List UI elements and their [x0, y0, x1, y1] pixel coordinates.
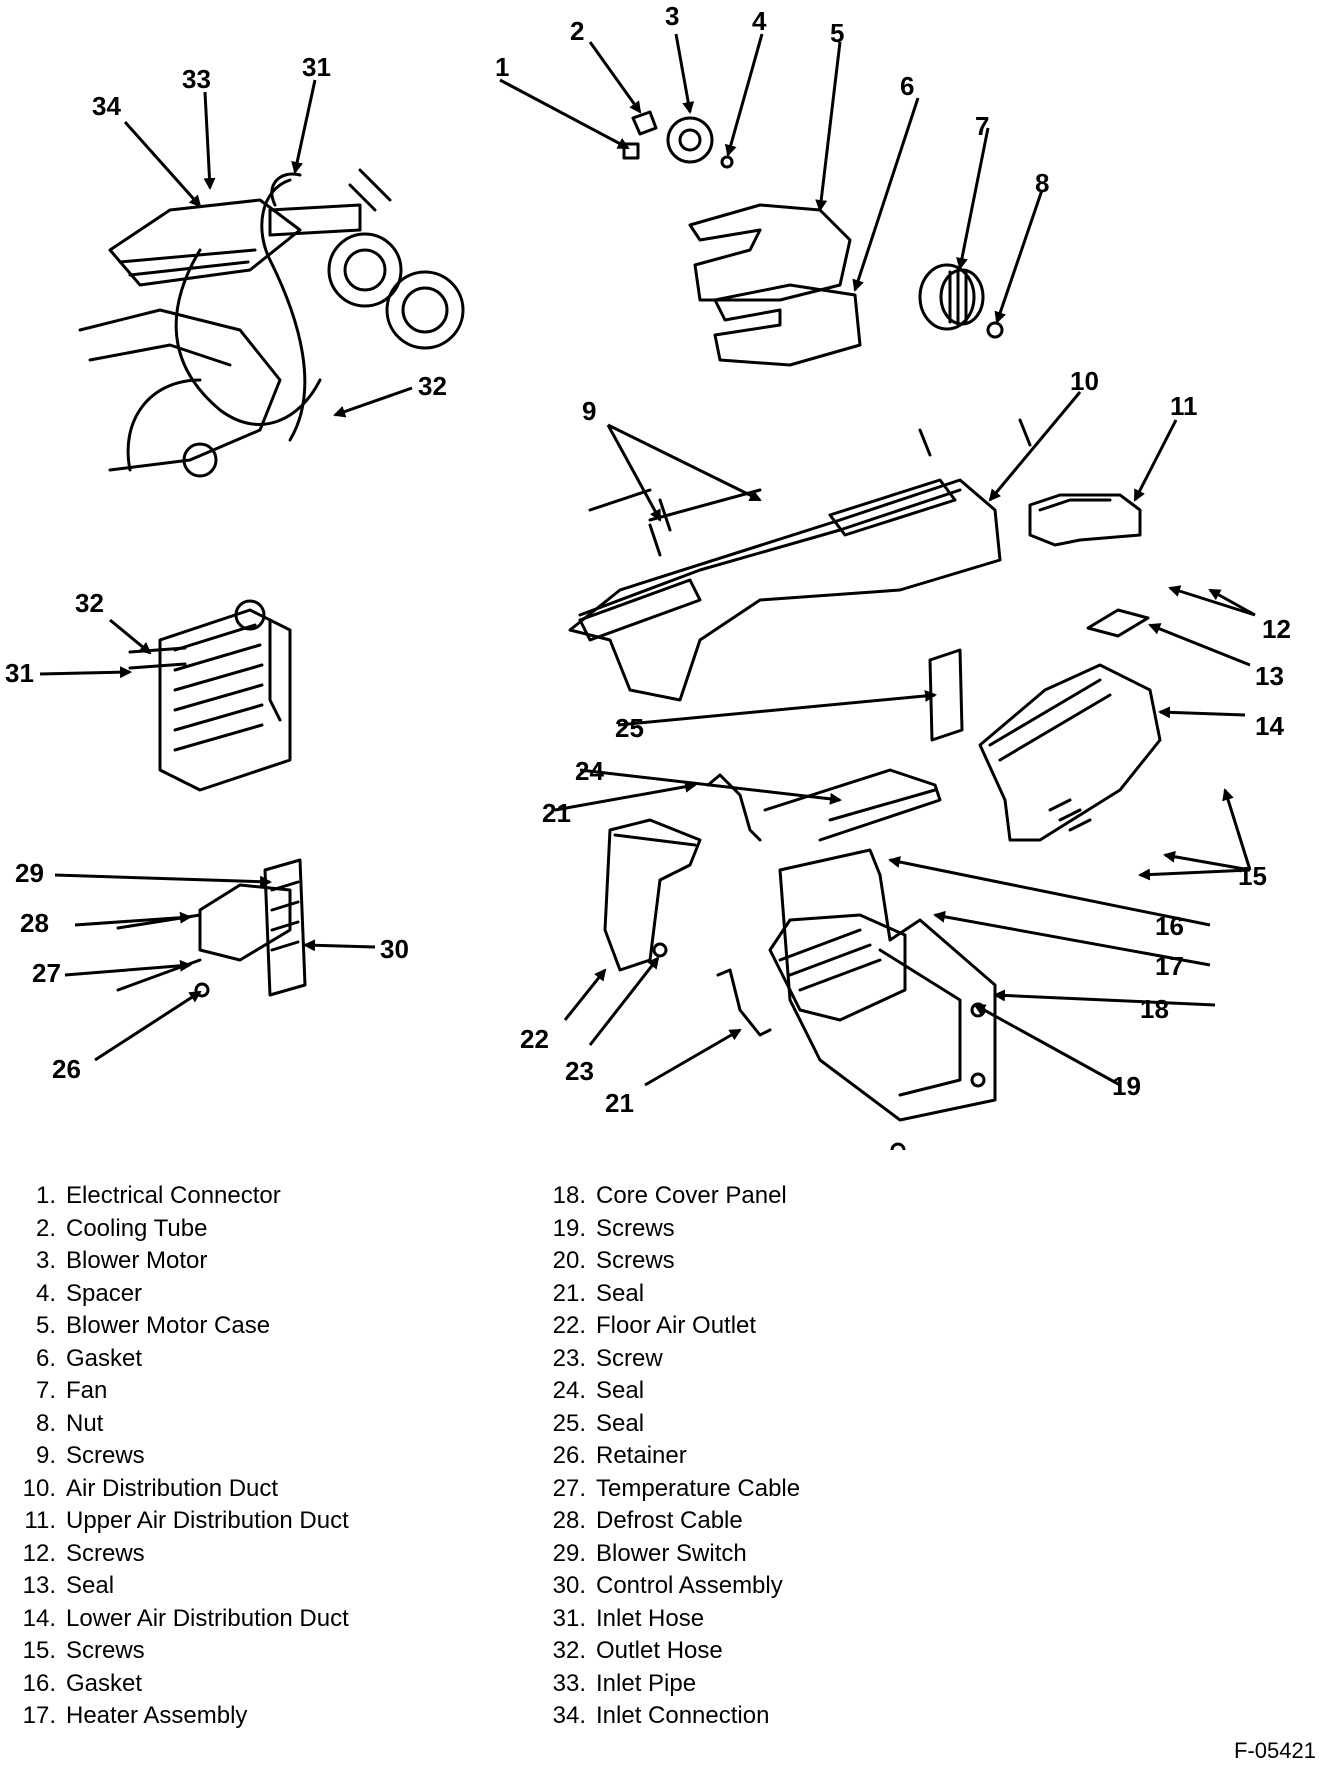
legend-column-left: 1.Electrical Connector 2.Cooling Tube 3.…	[10, 1180, 349, 1733]
callout-5: 5	[830, 18, 844, 48]
legend-item: 25.Seal	[552, 1409, 645, 1437]
legend-item: 11.Upper Air Distribution Duct	[24, 1507, 349, 1534]
upper-duct-drawing	[1028, 493, 1142, 547]
legend-item: 8.Nut	[35, 1409, 104, 1437]
air-distribution-duct-drawing	[568, 418, 1032, 702]
seal-25-drawing	[928, 648, 964, 742]
callout-7: 7	[975, 111, 989, 141]
callout-labels: 1 2 3 4 5 6 7 8 9 10 11 12 13 14 15 16 1…	[5, 1, 1291, 1118]
parts-legend: 1.Electrical Connector 2.Cooling Tube 3.…	[0, 1180, 1328, 1729]
heater-core-drawing	[128, 599, 292, 792]
exploded-diagram: 1 2 3 4 5 6 7 8 9 10 11 12 13 14 15 16 1…	[5, 1, 1291, 1150]
legend-item: 3.Blower Motor	[35, 1247, 208, 1274]
legend-item: 14.Lower Air Distribution Duct	[22, 1604, 349, 1632]
callout-4: 4	[752, 6, 767, 36]
legend-item: 10.Air Distribution Duct	[22, 1474, 279, 1502]
legend-item: 21.Seal	[552, 1279, 645, 1307]
callout-2: 2	[570, 16, 584, 46]
callout-32-top: 32	[418, 371, 447, 401]
callout-8: 8	[1035, 168, 1049, 198]
legend-item: 23.Screw	[552, 1344, 663, 1372]
figure-code: F-05421	[1234, 1738, 1316, 1763]
legend-item: 9.Screws	[35, 1442, 145, 1469]
legend-item: 20.Screws	[552, 1247, 675, 1274]
legend-item: 27.Temperature Cable	[552, 1474, 801, 1502]
legend-item: 18.Core Cover Panel	[552, 1182, 787, 1209]
legend-item: 26.Retainer	[552, 1442, 687, 1469]
callout-12: 12	[1262, 614, 1291, 644]
lower-duct-drawing	[978, 663, 1162, 842]
engine-hoses-drawing	[78, 168, 465, 478]
callout-3: 3	[665, 1, 679, 31]
callout-18: 18	[1140, 994, 1169, 1024]
legend-item: 34.Inlet Connection	[552, 1702, 770, 1729]
legend-item: 30.Control Assembly	[552, 1572, 783, 1599]
callout-25: 25	[615, 713, 644, 743]
callout-32-left: 32	[75, 588, 104, 618]
leader-lines	[39, 33, 1256, 1087]
callout-16: 16	[1155, 911, 1184, 941]
legend-item: 19.Screws	[552, 1214, 675, 1242]
floor-air-outlet-drawing	[603, 818, 702, 972]
legend-item: 33.Inlet Pipe	[552, 1669, 697, 1697]
callout-33: 33	[182, 64, 211, 94]
heater-assembly-drawing	[768, 848, 997, 1150]
callout-19: 19	[1112, 1071, 1141, 1101]
seal-13-drawing	[1086, 608, 1150, 638]
control-assembly-drawing	[116, 858, 307, 998]
callout-17: 17	[1155, 951, 1184, 981]
callout-22: 22	[520, 1024, 549, 1054]
legend-item: 6.Gasket	[35, 1344, 143, 1372]
callout-34: 34	[92, 91, 121, 121]
callout-24: 24	[575, 756, 604, 786]
callout-13: 13	[1255, 661, 1284, 691]
legend-item: 5.Blower Motor Case	[35, 1312, 271, 1339]
callout-21-upper: 21	[542, 798, 571, 828]
callout-1: 1	[495, 52, 509, 82]
callout-21-lower: 21	[605, 1088, 634, 1118]
legend-item: 16.Gasket	[22, 1669, 143, 1697]
legend-item: 7.Fan	[35, 1377, 108, 1404]
blower-parts-drawing	[622, 110, 1004, 367]
callout-29: 29	[15, 858, 44, 888]
seal-24-drawing	[763, 768, 942, 842]
legend-item: 32.Outlet Hose	[552, 1637, 723, 1664]
legend-item: 28.Defrost Cable	[552, 1507, 743, 1534]
callout-27: 27	[32, 958, 61, 988]
callout-9: 9	[582, 396, 596, 426]
legend-item: 22.Floor Air Outlet	[552, 1312, 757, 1339]
callout-30: 30	[380, 934, 409, 964]
callout-31-left: 31	[5, 658, 34, 688]
callout-15: 15	[1238, 861, 1267, 891]
seal-21-upper-drawing	[706, 773, 762, 842]
callout-28: 28	[20, 908, 49, 938]
legend-item: 2.Cooling Tube	[35, 1214, 208, 1242]
legend-item: 24.Seal	[552, 1377, 645, 1404]
callout-31-top: 31	[302, 52, 331, 82]
legend-item: 15.Screws	[22, 1637, 145, 1664]
legend-item: 12.Screws	[22, 1539, 145, 1567]
legend-column-right: 18.Core Cover Panel 19.Screws 20.Screws …	[540, 1180, 800, 1733]
callout-26: 26	[52, 1054, 81, 1084]
legend-item: 1.Electrical Connector	[35, 1182, 281, 1209]
callout-6: 6	[900, 71, 914, 101]
callout-10: 10	[1070, 366, 1099, 396]
legend-item: 4.Spacer	[35, 1279, 143, 1307]
legend-item: 17.Heater Assembly	[22, 1702, 248, 1729]
legend-item: 13.Seal	[22, 1572, 115, 1599]
callout-23: 23	[565, 1056, 594, 1086]
legend-item: 31.Inlet Hose	[552, 1604, 705, 1632]
legend-item: 29.Blower Switch	[552, 1539, 747, 1567]
callout-11: 11	[1170, 391, 1198, 421]
callout-14: 14	[1255, 711, 1284, 741]
seal-21-lower-drawing	[716, 968, 772, 1037]
